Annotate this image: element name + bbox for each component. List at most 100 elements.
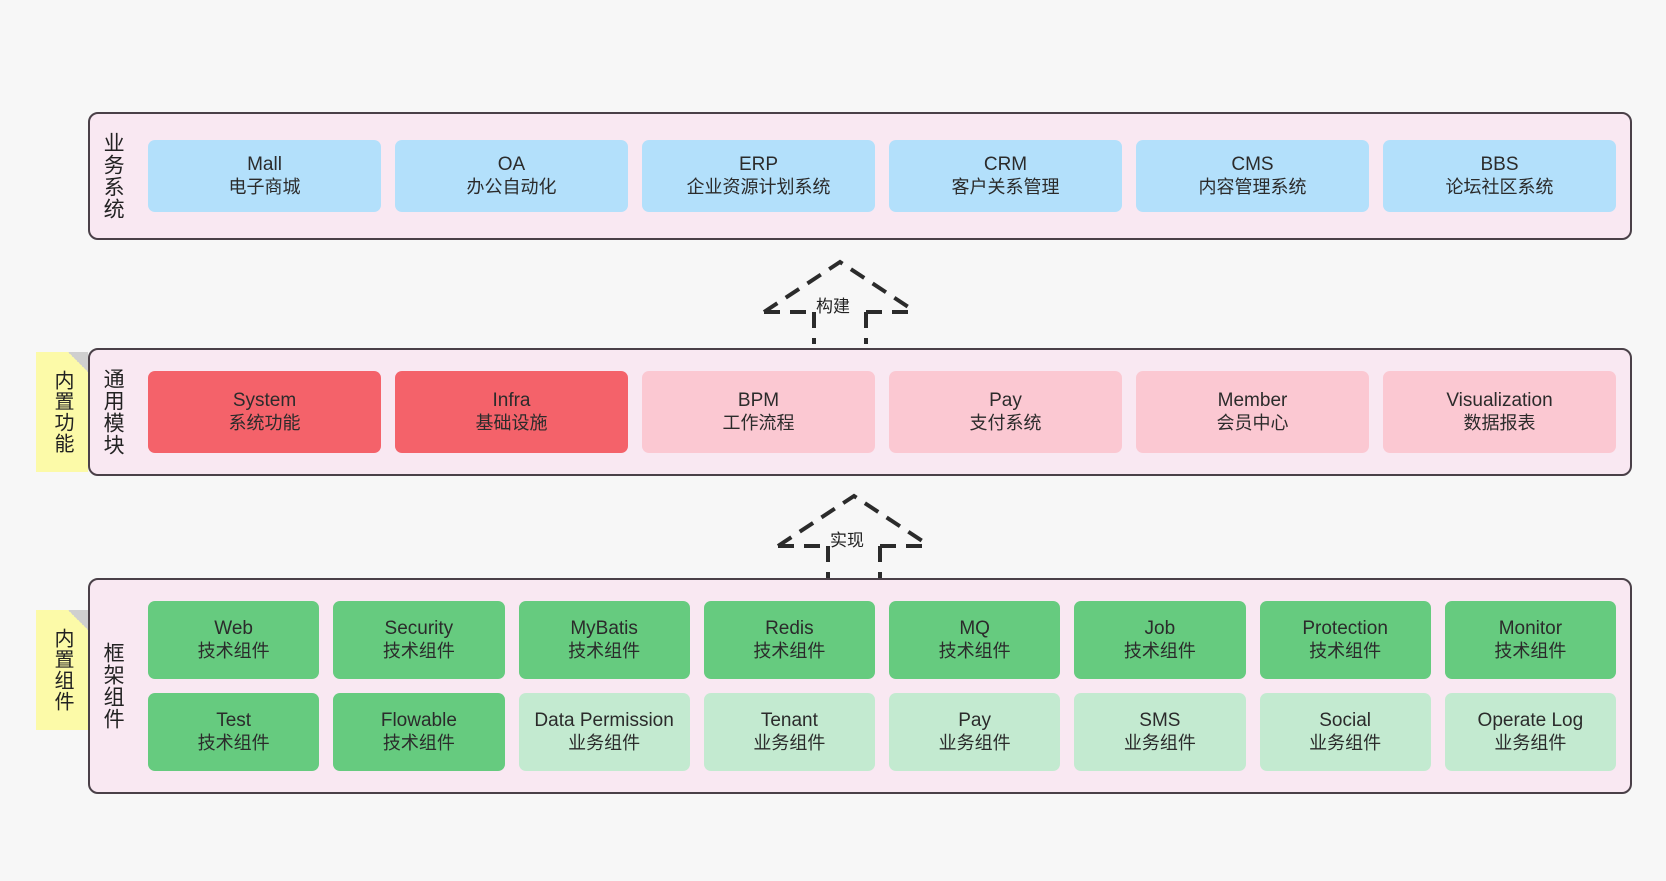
card-social[interactable]: Social 业务组件 (1259, 693, 1431, 771)
layer-business-label: 业务系统 (101, 132, 125, 220)
card-infra-name: Infra (492, 390, 531, 412)
card-flowable[interactable]: Flowable 技术组件 (333, 693, 505, 771)
card-oa-name: OA (497, 154, 526, 176)
card-protection-desc: 技术组件 (1309, 640, 1382, 661)
layer-framework-body: Web 技术组件 Security 技术组件 MyBatis 技术组件 Redi… (134, 580, 1630, 792)
layer-framework-label: 框架组件 (101, 642, 125, 730)
card-operate-log-name: Operate Log (1477, 710, 1584, 732)
framework-tech-row: Web 技术组件 Security 技术组件 MyBatis 技术组件 Redi… (148, 601, 1616, 679)
card-job-desc: 技术组件 (1123, 640, 1196, 661)
card-visualization[interactable]: Visualization 数据报表 (1383, 371, 1616, 453)
card-bbs-desc: 论坛社区系统 (1445, 176, 1554, 197)
card-bbs[interactable]: BBS 论坛社区系统 (1383, 140, 1616, 212)
card-bpm[interactable]: BPM 工作流程 (642, 371, 875, 453)
card-bbs-name: BBS (1480, 154, 1519, 176)
card-crm-name: CRM (983, 154, 1028, 176)
card-flowable-name: Flowable (380, 710, 457, 732)
card-test-desc: 技术组件 (197, 732, 270, 753)
card-erp[interactable]: ERP 企业资源计划系统 (642, 140, 875, 212)
card-tenant-name: Tenant (760, 710, 818, 732)
card-cms-name: CMS (1231, 154, 1274, 176)
card-crm[interactable]: CRM 客户关系管理 (889, 140, 1122, 212)
card-member-name: Member (1217, 390, 1288, 412)
card-pay-module-name: Pay (989, 390, 1022, 412)
card-monitor-desc: 技术组件 (1494, 640, 1567, 661)
connector-implement: 实现 (766, 490, 942, 578)
card-sms[interactable]: SMS 业务组件 (1074, 693, 1246, 771)
card-cms-desc: 内容管理系统 (1198, 176, 1307, 197)
card-social-name: Social (1319, 710, 1371, 732)
card-mybatis[interactable]: MyBatis 技术组件 (518, 601, 690, 679)
card-protection-name: Protection (1302, 618, 1388, 640)
card-mybatis-name: MyBatis (570, 618, 638, 640)
card-tenant-desc: 业务组件 (753, 732, 826, 753)
card-mq[interactable]: MQ 技术组件 (889, 601, 1061, 679)
card-pay-component[interactable]: Pay 业务组件 (889, 693, 1061, 771)
card-mall[interactable]: Mall 电子商城 (148, 140, 381, 212)
framework-biz-row: Test 技术组件 Flowable 技术组件 Data Permission … (148, 693, 1616, 771)
card-security-name: Security (384, 618, 454, 640)
card-sms-desc: 业务组件 (1123, 732, 1196, 753)
card-member-desc: 会员中心 (1216, 412, 1289, 433)
layer-common-label: 通用模块 (101, 368, 125, 456)
card-erp-name: ERP (738, 154, 779, 176)
card-data-permission[interactable]: Data Permission 业务组件 (518, 693, 690, 771)
card-cms[interactable]: CMS 内容管理系统 (1136, 140, 1369, 212)
sticky-note-builtin-features-text: 内置功能 (51, 370, 73, 454)
layer-common-body: System 系统功能 Infra 基础设施 BPM 工作流程 Pay 支付系统… (134, 350, 1630, 474)
card-member[interactable]: Member 会员中心 (1136, 371, 1369, 453)
sticky-note-builtin-components: 内置组件 (36, 610, 88, 730)
card-pay-module-desc: 支付系统 (969, 412, 1042, 433)
card-pay-module[interactable]: Pay 支付系统 (889, 371, 1122, 453)
card-redis[interactable]: Redis 技术组件 (703, 601, 875, 679)
card-pay-component-name: Pay (958, 710, 991, 732)
sticky-note-builtin-components-text: 内置组件 (51, 628, 73, 712)
card-system-name: System (232, 390, 297, 412)
card-infra[interactable]: Infra 基础设施 (395, 371, 628, 453)
business-card-row: Mall 电子商城 OA 办公自动化 ERP 企业资源计划系统 CRM 客户关系… (148, 140, 1616, 212)
card-bpm-desc: 工作流程 (722, 412, 795, 433)
card-security[interactable]: Security 技术组件 (333, 601, 505, 679)
card-operate-log[interactable]: Operate Log 业务组件 (1444, 693, 1616, 771)
layer-business-systems: 业务系统 Mall 电子商城 OA 办公自动化 ERP 企业资源计划系统 CRM… (88, 112, 1632, 240)
card-pay-component-desc: 业务组件 (938, 732, 1011, 753)
card-visualization-name: Visualization (1446, 390, 1553, 412)
card-mall-desc: 电子商城 (228, 176, 301, 197)
card-protection[interactable]: Protection 技术组件 (1259, 601, 1431, 679)
card-web-desc: 技术组件 (197, 640, 270, 661)
card-web[interactable]: Web 技术组件 (148, 601, 320, 679)
connector-implement-label: 实现 (830, 531, 864, 550)
card-monitor[interactable]: Monitor 技术组件 (1444, 601, 1616, 679)
card-security-desc: 技术组件 (382, 640, 455, 661)
card-job-name: Job (1144, 618, 1176, 640)
layer-common-modules: 通用模块 System 系统功能 Infra 基础设施 BPM 工作流程 Pay… (88, 348, 1632, 476)
card-mq-name: MQ (959, 618, 990, 640)
card-bpm-name: BPM (737, 390, 780, 412)
card-tenant[interactable]: Tenant 业务组件 (703, 693, 875, 771)
card-monitor-name: Monitor (1498, 618, 1563, 640)
card-visualization-desc: 数据报表 (1463, 412, 1536, 433)
card-oa[interactable]: OA 办公自动化 (395, 140, 628, 212)
card-social-desc: 业务组件 (1309, 732, 1382, 753)
card-system-desc: 系统功能 (228, 412, 301, 433)
card-mq-desc: 技术组件 (938, 640, 1011, 661)
card-system[interactable]: System 系统功能 (148, 371, 381, 453)
connector-build: 构建 (752, 256, 928, 344)
card-job[interactable]: Job 技术组件 (1074, 601, 1246, 679)
connector-build-label: 构建 (816, 297, 850, 316)
card-mybatis-desc: 技术组件 (568, 640, 641, 661)
layer-framework-components: 框架组件 Web 技术组件 Security 技术组件 MyBatis 技术组件… (88, 578, 1632, 794)
common-card-row: System 系统功能 Infra 基础设施 BPM 工作流程 Pay 支付系统… (148, 371, 1616, 453)
card-operate-log-desc: 业务组件 (1494, 732, 1567, 753)
card-redis-desc: 技术组件 (753, 640, 826, 661)
card-mall-name: Mall (247, 154, 282, 176)
card-redis-name: Redis (765, 618, 814, 640)
card-crm-desc: 客户关系管理 (951, 176, 1060, 197)
card-oa-desc: 办公自动化 (466, 176, 557, 197)
card-erp-desc: 企业资源计划系统 (686, 176, 831, 197)
sticky-note-builtin-features: 内置功能 (36, 352, 88, 472)
card-test[interactable]: Test 技术组件 (148, 693, 320, 771)
card-sms-name: SMS (1139, 710, 1181, 732)
layer-business-body: Mall 电子商城 OA 办公自动化 ERP 企业资源计划系统 CRM 客户关系… (134, 114, 1630, 238)
card-test-name: Test (216, 710, 252, 732)
